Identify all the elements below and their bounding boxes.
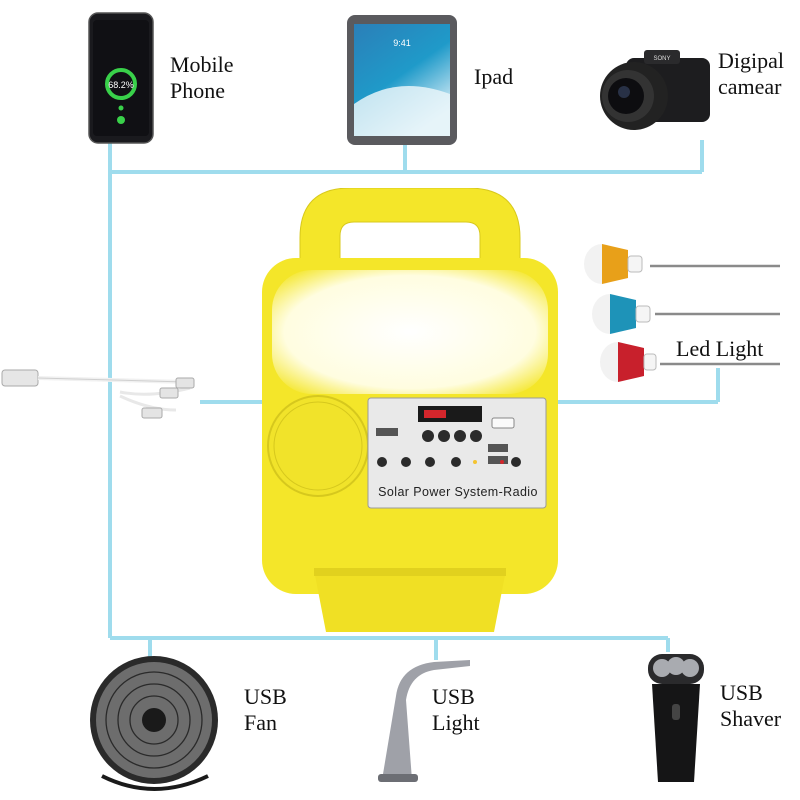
solar-radio-icon: Solar Power System-Radio <box>258 187 562 632</box>
camera-icon: SONY <box>598 50 714 132</box>
camera-brand-text: SONY <box>653 56 670 62</box>
usb-fan-label: USB Fan <box>244 684 287 735</box>
digital-camera-label: Digipal camear <box>718 48 784 99</box>
usb-light-label: USB Light <box>432 684 480 735</box>
orange-bulb <box>584 244 643 284</box>
tablet-icon: 9:41 <box>346 14 458 146</box>
bulb-wires <box>650 264 780 366</box>
mobile-phone-label: Mobile Phone <box>170 52 234 103</box>
usb-cable-icon <box>0 362 200 424</box>
panel-text: Solar Power System-Radio <box>378 485 538 499</box>
desk-lamp-icon <box>374 656 474 786</box>
wire-network <box>108 140 720 660</box>
shaver-icon <box>642 654 710 786</box>
ipad-label: Ipad <box>474 64 514 89</box>
smartphone-icon: 68.2% <box>88 12 154 144</box>
fan-icon <box>84 652 226 792</box>
ipad-clock-text: 9:41 <box>393 38 411 48</box>
bulb-icon <box>582 242 658 382</box>
red-bulb <box>600 342 657 382</box>
led-light-label: Led Light <box>676 336 764 361</box>
solar-radio-body <box>262 187 558 632</box>
phone-battery-text: 68.2% <box>108 80 134 90</box>
usb-shaver-label: USB Shaver <box>720 680 782 731</box>
blue-bulb <box>592 294 651 334</box>
speaker-grille <box>273 401 363 491</box>
